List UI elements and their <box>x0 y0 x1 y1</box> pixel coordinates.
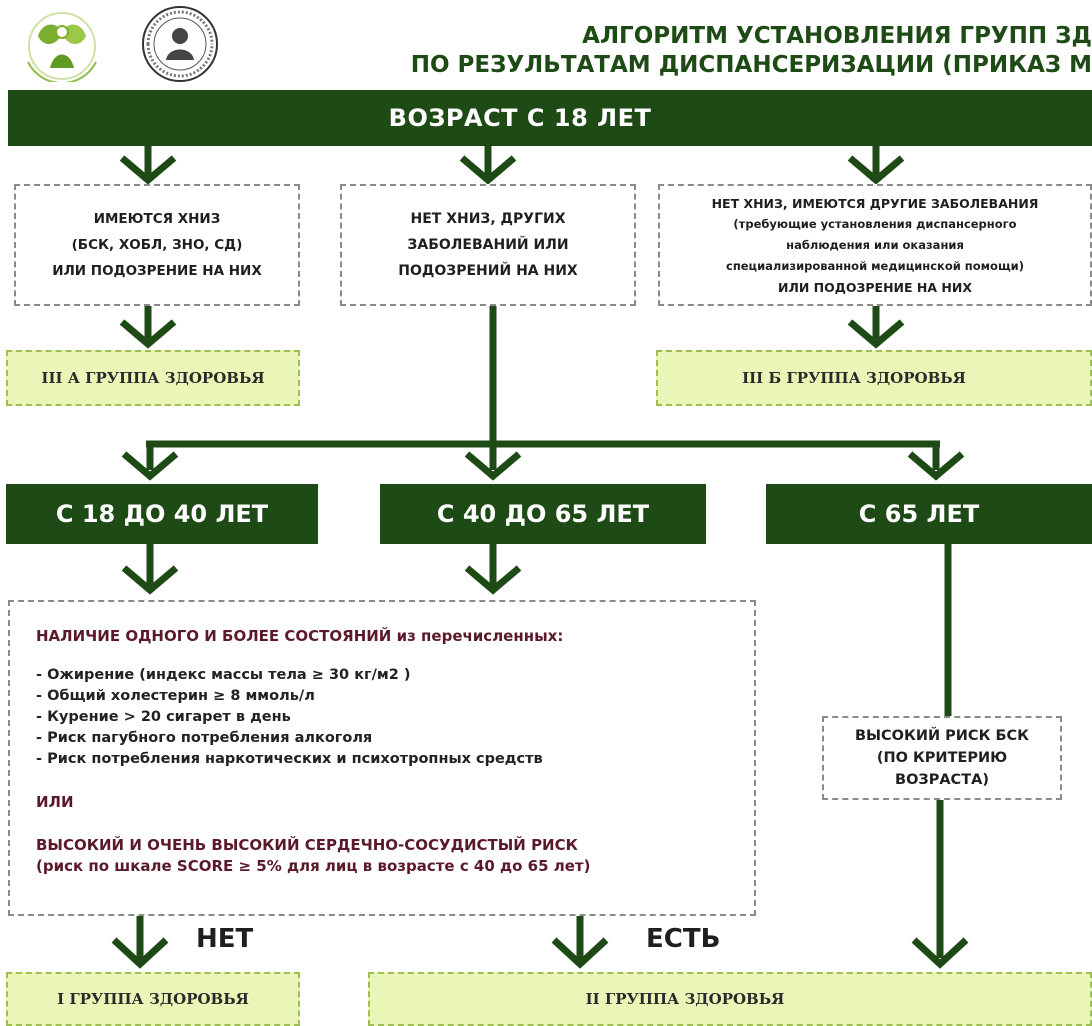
high-risk-line: (ПО КРИТЕРИЮ <box>876 750 1008 766</box>
organization-logo <box>12 6 120 82</box>
criteria-item: - Риск потребления наркотических и психо… <box>36 751 543 767</box>
condition-box-chronic: ИМЕЮТСЯ ХНИЗ (БСК, ХОБЛ, ЗНО, СД) ИЛИ ПО… <box>14 184 300 306</box>
page-title-line-2: ПО РЕЗУЛЬТАТАМ ДИСПАНСЕРИЗАЦИИ (ПРИКАЗ М <box>410 52 1092 78</box>
condition-line: ИЛИ ПОДОЗРЕНИЕ НА НИХ <box>52 263 262 279</box>
health-group-iiia: III А ГРУППА ЗДОРОВЬЯ <box>6 350 300 406</box>
criteria-heading-rest: из перечисленных: <box>391 627 564 645</box>
risk-title: ВЫСОКИЙ И ОЧЕНЬ ВЫСОКИЙ СЕРДЕЧНО-СОСУДИС… <box>36 836 578 854</box>
age-group-65-plus: С 65 ЛЕТ <box>766 484 1092 544</box>
arrow-down-icon <box>119 306 177 349</box>
risk-note: (риск по шкале SCORE ≥ 5% для лиц в возр… <box>36 857 591 875</box>
age-bar-label: ВОЗРАСТ С 18 ЛЕТ <box>388 104 652 132</box>
arrow-down-icon <box>121 544 179 595</box>
arrow-down-icon <box>119 146 177 185</box>
criteria-item: - Общий холестерин ≥ 8 ммоль/л <box>36 688 315 704</box>
condition-box-healthy: НЕТ ХНИЗ, ДРУГИХ ЗАБОЛЕВАНИЙ ИЛИ ПОДОЗРЕ… <box>340 184 636 306</box>
condition-line: специализированной медицинской помощи) <box>726 258 1024 273</box>
criteria-list: - Ожирение (индекс массы тела ≥ 30 кг/м2… <box>36 665 754 770</box>
arrow-down-icon <box>111 916 169 969</box>
arrow-down-icon <box>459 146 517 185</box>
health-group-label: III Б ГРУППА ЗДОРОВЬЯ <box>742 369 966 387</box>
age-group-40-65: С 40 ДО 65 ЛЕТ <box>380 484 706 544</box>
page-title-line-1: АЛГОРИТМ УСТАНОВЛЕНИЯ ГРУПП ЗД <box>582 23 1092 49</box>
leaf-logo-icon <box>27 12 97 82</box>
arrow-down-icon <box>847 306 905 349</box>
seal-icon <box>142 6 218 82</box>
health-group-ii: II ГРУППА ЗДОРОВЬЯ <box>368 972 1092 1026</box>
arrow-down-icon <box>911 937 969 969</box>
condition-line: ЗАБОЛЕВАНИЙ ИЛИ <box>407 237 569 253</box>
health-group-label: I ГРУППА ЗДОРОВЬЯ <box>57 990 249 1008</box>
criteria-item: - Ожирение (индекс массы тела ≥ 30 кг/м2… <box>36 667 411 683</box>
high-risk-box: ВЫСОКИЙ РИСК БСК (ПО КРИТЕРИЮ ВОЗРАСТА) <box>822 716 1062 800</box>
health-group-i: I ГРУППА ЗДОРОВЬЯ <box>6 972 300 1026</box>
age-group-label: С 18 ДО 40 ЛЕТ <box>55 500 269 528</box>
condition-line: наблюдения или оказания <box>786 237 964 252</box>
arrow-down-icon <box>121 444 179 481</box>
answer-yes: ЕСТЬ <box>646 924 721 954</box>
arrow-down-icon <box>551 916 609 969</box>
answer-no: НЕТ <box>196 924 254 954</box>
arrow-down-icon <box>847 146 905 185</box>
society-seal <box>128 4 232 84</box>
criteria-item: - Риск пагубного потребления алкоголя <box>36 730 373 746</box>
criteria-or: ИЛИ <box>36 793 74 811</box>
health-group-iiib: III Б ГРУППА ЗДОРОВЬЯ <box>656 350 1092 406</box>
high-risk-line: ВЫСОКИЙ РИСК БСК <box>854 728 1030 744</box>
condition-line: НЕТ ХНИЗ, ИМЕЮТСЯ ДРУГИЕ ЗАБОЛЕВАНИЯ <box>711 195 1039 211</box>
condition-line: НЕТ ХНИЗ, ДРУГИХ <box>410 211 566 227</box>
age-group-18-40: С 18 ДО 40 ЛЕТ <box>6 484 318 544</box>
arrow-down-icon <box>464 444 522 481</box>
age-group-label: С 40 ДО 65 ЛЕТ <box>436 500 650 528</box>
page-title: АЛГОРИТМ УСТАНОВЛЕНИЯ ГРУПП ЗД ПО РЕЗУЛЬ… <box>300 22 1092 82</box>
health-group-label: III А ГРУППА ЗДОРОВЬЯ <box>41 369 265 387</box>
condition-box-other-diseases: НЕТ ХНИЗ, ИМЕЮТСЯ ДРУГИЕ ЗАБОЛЕВАНИЯ (тр… <box>658 184 1092 306</box>
condition-line: (БСК, ХОБЛ, ЗНО, СД) <box>71 237 243 253</box>
arrow-down-icon <box>907 444 965 481</box>
age-bar: ВОЗРАСТ С 18 ЛЕТ <box>8 90 1092 146</box>
arrow-down-icon <box>464 544 522 595</box>
condition-line: (требующие установления диспансерного <box>733 216 1017 231</box>
condition-line: ПОДОЗРЕНИЙ НА НИХ <box>398 263 578 279</box>
age-group-label: С 65 ЛЕТ <box>858 500 980 528</box>
criteria-heading-bold: НАЛИЧИЕ ОДНОГО И БОЛЕЕ СОСТОЯНИЙ <box>36 627 392 645</box>
condition-line: ИЛИ ПОДОЗРЕНИЕ НА НИХ <box>778 279 972 295</box>
high-risk-line: ВОЗРАСТА) <box>895 772 989 788</box>
criteria-item: - Курение > 20 сигарет в день <box>36 709 291 725</box>
criteria-heading: НАЛИЧИЕ ОДНОГО И БОЛЕЕ СОСТОЯНИЙ из пере… <box>36 626 754 647</box>
health-group-label: II ГРУППА ЗДОРОВЬЯ <box>585 990 785 1008</box>
criteria-box: НАЛИЧИЕ ОДНОГО И БОЛЕЕ СОСТОЯНИЙ из пере… <box>8 600 756 916</box>
condition-line: ИМЕЮТСЯ ХНИЗ <box>93 211 221 227</box>
